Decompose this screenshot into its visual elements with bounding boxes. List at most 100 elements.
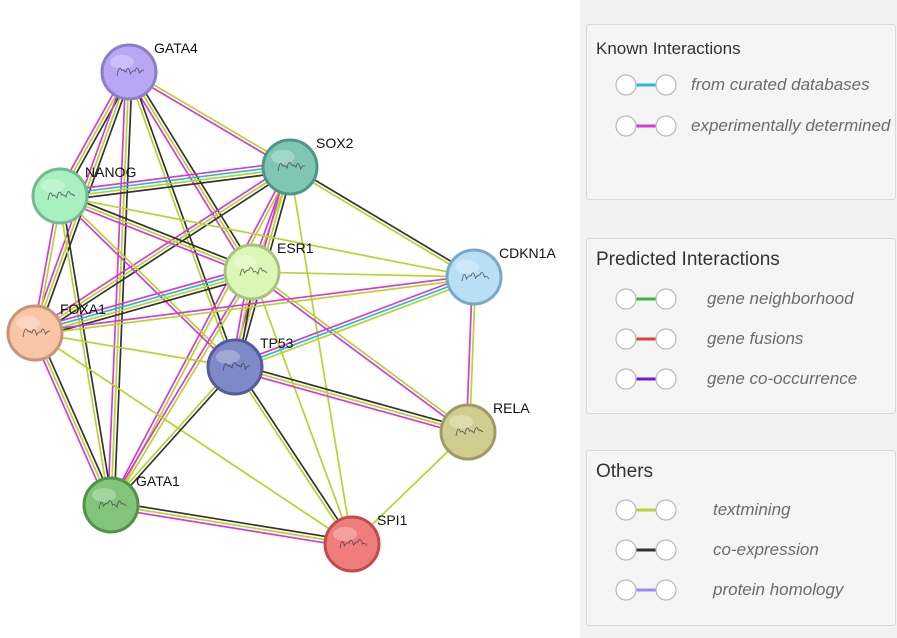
node-gata4[interactable]: GATA4: [100, 40, 198, 101]
protein-structure-icon: [22, 328, 51, 338]
edge-line-textmining: [34, 166, 291, 334]
protein-structure-icon: [98, 500, 127, 510]
edge-tp53-rela[interactable]: [233, 363, 470, 436]
node-tp53[interactable]: TP53: [206, 335, 294, 396]
node-sox2[interactable]: SOX2: [261, 135, 354, 196]
edge-line-coexpression: [113, 72, 134, 506]
legend-known-title: Known Interactions: [596, 39, 741, 58]
edge-line-experimental: [33, 266, 251, 330]
edge-esr1-spi1[interactable]: [251, 271, 353, 545]
edge-line-coexpression: [131, 69, 256, 271]
edge-line-textmining: [34, 332, 236, 368]
edge-line-experimental: [58, 196, 235, 369]
edge-esr1-cdkn1a[interactable]: [251, 271, 475, 278]
edge-gata4-sox2[interactable]: [127, 69, 292, 170]
edge-color-swatch-icon: [615, 288, 677, 310]
edge-line-database: [234, 276, 475, 368]
edge-color-swatch-icon: [615, 115, 677, 137]
node-cdkn1a[interactable]: CDKN1A: [445, 245, 556, 306]
edge-line-coexpression: [60, 195, 114, 505]
node-label: SPI1: [377, 512, 408, 528]
edge-nanog-tp53[interactable]: [58, 194, 237, 369]
edge-line-experimental: [233, 369, 468, 436]
edge-foxa1-gata1[interactable]: [31, 331, 115, 507]
edge-foxa1-spi1[interactable]: [34, 332, 353, 545]
legend-others-item-row: textmining: [587, 496, 897, 524]
protein-structure-icon: [339, 539, 368, 549]
edge-nanog-cdkn1a[interactable]: [59, 195, 475, 278]
edge-line-experimental: [34, 274, 474, 333]
node-circle: [206, 338, 264, 396]
edge-line-experimental: [106, 71, 127, 505]
node-highlight: [233, 255, 257, 269]
edge-line-textmining: [110, 504, 353, 545]
edge-line-textmining: [59, 195, 475, 278]
protein-structure-icon: [222, 362, 251, 372]
edge-tp53-spi1[interactable]: [232, 365, 355, 546]
edge-cdkn1a-foxa1[interactable]: [34, 274, 475, 336]
edge-line-textmining: [252, 270, 470, 432]
node-esr1[interactable]: ESR1: [223, 240, 314, 301]
legend-others-title: Others: [596, 461, 654, 482]
edge-foxa1-tp53[interactable]: [34, 332, 236, 368]
edge-line-experimental: [58, 198, 252, 276]
node-circle: [223, 243, 281, 301]
edge-tp53-gata1[interactable]: [109, 365, 237, 507]
edge-line-textmining: [34, 332, 353, 545]
node-circle: [261, 138, 319, 196]
legend-others-item-label: protein homology: [713, 580, 844, 599]
edge-nanog-gata1[interactable]: [57, 195, 114, 506]
edge-line-coexpression: [235, 365, 355, 544]
node-label: RELA: [493, 400, 530, 416]
edge-line-coexpression: [111, 501, 353, 542]
node-label: GATA4: [154, 40, 198, 56]
edge-line-coexpression: [37, 331, 115, 505]
node-highlight: [455, 260, 479, 274]
edge-gata1-spi1[interactable]: [110, 501, 353, 548]
node-gata1[interactable]: GATA1: [82, 473, 180, 534]
node-spi1[interactable]: SPI1: [323, 512, 408, 573]
edge-color-swatch-icon: [615, 328, 677, 350]
node-highlight: [333, 527, 357, 541]
edge-line-experimental: [127, 72, 290, 170]
edge-sox2-cdkn1a[interactable]: [288, 164, 476, 280]
node-circle: [323, 515, 381, 573]
edge-line-textmining: [232, 367, 352, 546]
legend-known-item-label: experimentally determined: [691, 116, 891, 135]
edge-line-coexpression: [60, 170, 291, 202]
edge-sox2-spi1[interactable]: [289, 166, 353, 545]
edge-line-database: [59, 164, 290, 196]
node-rela[interactable]: RELA: [439, 400, 530, 461]
legend-known-item-row: from curated databases: [587, 71, 897, 99]
edge-line-experimental: [233, 273, 474, 365]
node-label: ESR1: [277, 240, 314, 256]
edge-line-textmining: [34, 332, 112, 506]
legend-known-panel: Known Interactions from curated database…: [586, 24, 896, 200]
edge-gata4-gata1[interactable]: [106, 71, 134, 506]
node-label: TP53: [260, 335, 294, 351]
node-highlight: [16, 316, 40, 330]
node-highlight: [110, 55, 134, 69]
protein-structure-icon: [455, 427, 484, 437]
edge-cdkn1a-tp53[interactable]: [233, 273, 476, 371]
edge-line-textmining: [109, 365, 235, 505]
edge-line-coexpression: [60, 192, 254, 270]
node-foxa1[interactable]: FOXA1: [6, 301, 106, 362]
node-nanog[interactable]: NANOG: [31, 164, 136, 225]
node-circle: [82, 476, 140, 534]
edge-color-swatch-icon: [615, 499, 677, 521]
edge-nanog-esr1[interactable]: [58, 192, 254, 276]
node-label: FOXA1: [60, 301, 106, 317]
legend-others-item-row: protein homology: [587, 576, 897, 604]
edge-line-experimental: [125, 73, 250, 275]
legend-predicted-item-row: gene fusions: [587, 325, 897, 353]
edge-line-textmining: [129, 69, 292, 167]
edge-gata4-esr1[interactable]: [125, 69, 256, 275]
edge-sox2-nanog[interactable]: [59, 161, 291, 202]
legend-known-item-row: experimentally determined: [587, 112, 897, 140]
node-highlight: [449, 415, 473, 429]
edge-line-textmining: [35, 277, 475, 336]
node-label: GATA1: [136, 473, 180, 489]
node-circle: [439, 403, 497, 461]
